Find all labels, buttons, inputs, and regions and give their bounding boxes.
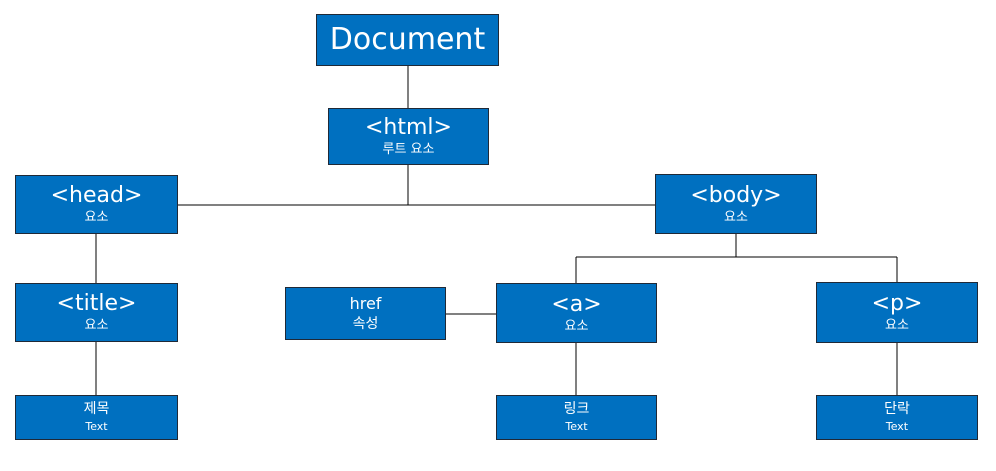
node-html-tag: <html> xyxy=(365,115,452,141)
node-href-desc: 속성 xyxy=(352,315,379,332)
node-text-link-value: 링크 xyxy=(563,401,590,418)
node-a-tag: <a> xyxy=(551,291,602,317)
node-body-desc: 요소 xyxy=(724,209,748,225)
node-text-paragraph: 단락 Text xyxy=(816,395,978,440)
node-body: <body> 요소 xyxy=(655,174,817,234)
node-p: <p> 요소 xyxy=(816,282,978,343)
node-title-desc: 요소 xyxy=(84,318,109,334)
node-head-tag: <head> xyxy=(50,183,143,209)
node-href-attribute: href 속성 xyxy=(285,287,446,340)
node-text-paragraph-desc: Text xyxy=(885,420,909,434)
node-title: <title> 요소 xyxy=(15,283,178,342)
node-document: Document xyxy=(316,14,499,66)
node-text-link: 링크 Text xyxy=(496,395,657,440)
node-document-label: Document xyxy=(329,22,486,58)
node-p-desc: 요소 xyxy=(885,318,909,334)
node-head: <head> 요소 xyxy=(15,175,178,234)
node-head-desc: 요소 xyxy=(84,210,109,226)
node-html: <html> 루트 요소 xyxy=(328,108,489,165)
node-p-tag: <p> xyxy=(871,291,923,317)
node-text-link-desc: Text xyxy=(565,420,588,434)
node-text-title-desc: Text xyxy=(85,420,108,434)
node-a-desc: 요소 xyxy=(564,318,589,334)
node-text-title: 제목 Text xyxy=(15,395,178,440)
node-html-desc: 루트 요소 xyxy=(382,142,435,158)
node-text-paragraph-value: 단락 xyxy=(884,401,910,418)
node-href-name: href xyxy=(349,293,382,313)
node-text-title-value: 제목 xyxy=(83,401,110,418)
node-a: <a> 요소 xyxy=(496,283,657,343)
node-body-tag: <body> xyxy=(690,182,782,208)
node-title-tag: <title> xyxy=(56,291,137,317)
